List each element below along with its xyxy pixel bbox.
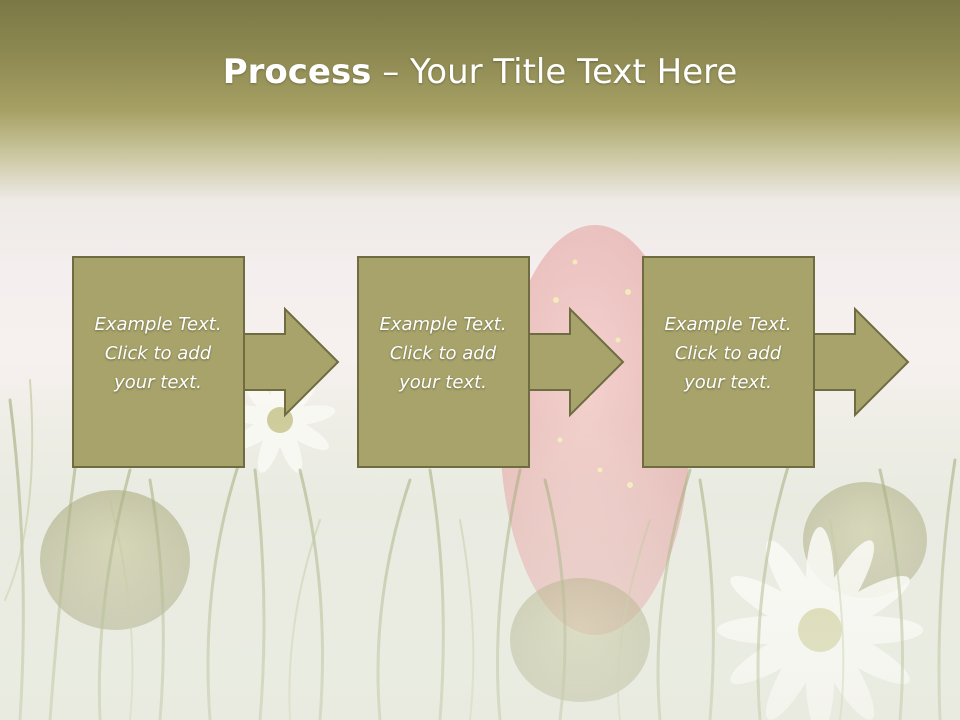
title-rest-part: – Your Title Text Here xyxy=(371,52,738,92)
step-1-text[interactable]: Example Text. Click to add your text. xyxy=(94,314,222,393)
step-shape xyxy=(72,256,340,468)
title-bold-part: Process xyxy=(222,52,372,92)
process-step-3[interactable]: Example Text. Click to add your text. xyxy=(642,256,960,468)
process-step-2[interactable]: Example Text. Click to add your text. xyxy=(357,256,727,468)
step-shape xyxy=(357,256,625,468)
step-shape xyxy=(642,256,910,468)
slide-title[interactable]: Process – Your Title Text Here xyxy=(0,52,960,92)
step-3-text[interactable]: Example Text. Click to add your text. xyxy=(664,314,792,393)
process-step-1[interactable]: Example Text. Click to add your text. xyxy=(72,256,442,468)
step-2-text[interactable]: Example Text. Click to add your text. xyxy=(379,314,507,393)
